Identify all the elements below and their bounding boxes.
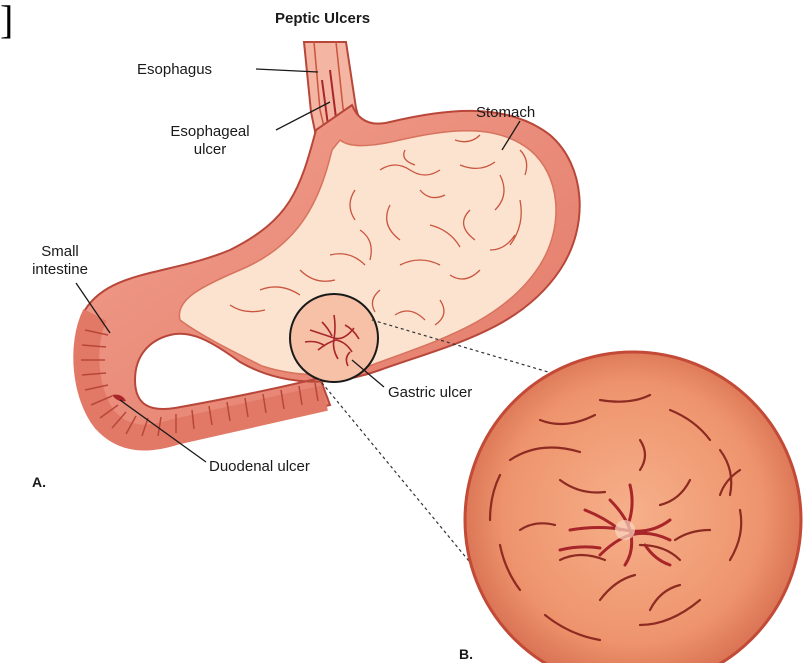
panel-label-a: A. [32, 473, 46, 491]
label-duodenal-ulcer: Duodenal ulcer [209, 458, 310, 476]
label-small-intestine-line1: Small [16, 243, 104, 261]
label-esophageal-ulcer-line2: ulcer [150, 141, 270, 159]
panel-label-b: B. [459, 645, 473, 663]
label-small-intestine: Small intestine [16, 243, 104, 279]
label-esophagus: Esophagus [137, 61, 212, 79]
label-esophageal-ulcer-line1: Esophageal [150, 123, 270, 141]
label-stomach: Stomach [476, 104, 535, 122]
zoomed-gastric-ulcer [465, 352, 801, 663]
gastric-ulcer-highlight [290, 294, 378, 382]
diagram-title: Peptic Ulcers [275, 10, 370, 28]
label-esophageal-ulcer: Esophageal ulcer [150, 123, 270, 159]
label-gastric-ulcer: Gastric ulcer [388, 384, 472, 402]
label-small-intestine-line2: intestine [16, 261, 104, 279]
